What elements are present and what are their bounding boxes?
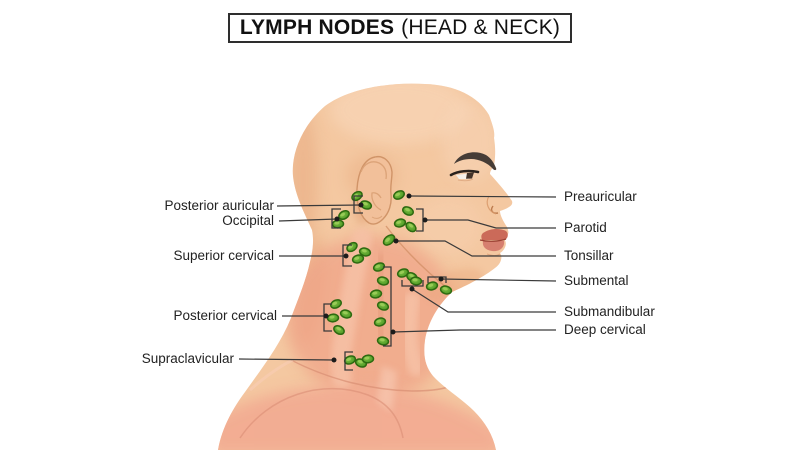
lymph-node: [361, 354, 375, 364]
dot-preauricular: [406, 193, 412, 199]
label-posterior-cervical: Posterior cervical: [173, 308, 277, 323]
nodes-parotid: [393, 206, 417, 233]
lymph-node: [358, 247, 372, 257]
lymph-node: [330, 299, 342, 309]
dot-submandibular: [409, 286, 415, 292]
eye: [449, 169, 480, 182]
lymph-node: [333, 324, 345, 336]
dot-superior-cervical: [343, 253, 349, 259]
lymph-node: [326, 313, 340, 323]
lymph-node: [376, 276, 390, 286]
lymph-node: [376, 336, 390, 346]
nodes-superior-cervical: [346, 241, 372, 264]
nodes-supraclavicular: [343, 354, 375, 368]
lymph-node: [393, 190, 405, 200]
leader-deep-cervical: [392, 329, 556, 333]
dot-tonsillar: [393, 238, 399, 244]
dot-deep-cervical: [390, 329, 396, 335]
label-superior-cervical: Superior cervical: [173, 248, 274, 263]
nose-lines: [486, 195, 499, 215]
nodes-occipital: [331, 209, 350, 229]
figure: [218, 83, 513, 450]
label-preauricular: Preauricular: [564, 189, 637, 204]
lymph-node: [402, 206, 414, 216]
label-supraclavicular: Supraclavicular: [141, 351, 234, 366]
bracket-deep-cervical: [383, 266, 392, 347]
dot-posterior-auricular: [358, 202, 364, 208]
leader-submental: [440, 278, 557, 282]
label-deep-cervical: Deep cervical: [564, 322, 646, 337]
eyebrow: [454, 152, 497, 171]
bracket-supraclavicular: [344, 351, 353, 371]
label-submandibular: Submandibular: [564, 304, 655, 319]
lymph-node: [405, 221, 417, 233]
skin-shading: [218, 83, 500, 450]
label-parotid: Parotid: [564, 220, 607, 235]
dot-supraclavicular: [331, 357, 337, 363]
nodes-tonsillar: [382, 234, 396, 246]
lips: [479, 228, 508, 257]
label-tonsillar: Tonsillar: [564, 248, 614, 263]
nodes-preauricular: [393, 190, 405, 200]
lymph-node: [396, 268, 410, 278]
dot-posterior-cervical: [323, 313, 329, 319]
leader-occipital: [278, 218, 338, 222]
dot-submental: [438, 276, 444, 282]
leader-dots: [323, 193, 444, 363]
lymph-node: [372, 262, 386, 272]
page-subtitle: (HEAD & NECK): [401, 16, 561, 39]
leader-lines: [238, 195, 557, 361]
leader-parotid: [425, 219, 556, 229]
label-submental: Submental: [564, 273, 629, 288]
lymph-node: [425, 281, 439, 291]
bracket-submental: [427, 276, 447, 283]
lymph-node: [376, 301, 390, 311]
nodes-deep-cervical: [369, 262, 390, 346]
leader-posterior-auricular: [276, 204, 362, 207]
title-box: LYMPH NODES (HEAD & NECK): [228, 13, 572, 43]
lymph-node: [369, 289, 383, 299]
lymph-node: [393, 218, 407, 228]
nodes-submental: [425, 281, 453, 295]
lymph-node: [339, 309, 353, 319]
page-title: LYMPH NODES: [239, 16, 395, 39]
dot-parotid: [422, 217, 428, 223]
leader-supraclavicular: [238, 358, 335, 361]
ear: [356, 155, 393, 225]
bracket-occipital: [331, 208, 341, 229]
lymph-node: [373, 317, 387, 327]
lymph-node: [439, 285, 453, 295]
leader-submandibular: [411, 288, 556, 313]
lymph-node: [351, 254, 365, 264]
dot-occipital: [334, 216, 340, 222]
lymph-node: [409, 276, 423, 286]
leader-preauricular: [408, 195, 557, 198]
lymph-node: [343, 355, 357, 365]
label-occipital: Occipital: [222, 213, 274, 228]
leader-tonsillar: [396, 240, 556, 257]
nodes-submandibular: [396, 268, 423, 286]
label-posterior-auricular: Posterior auricular: [164, 198, 274, 213]
nodes-posterior-cervical: [326, 299, 353, 336]
lymph-nodes: [326, 190, 453, 368]
bracket-submandibular: [401, 280, 424, 287]
lymph-node: [338, 209, 350, 221]
lymph-node: [382, 234, 396, 246]
